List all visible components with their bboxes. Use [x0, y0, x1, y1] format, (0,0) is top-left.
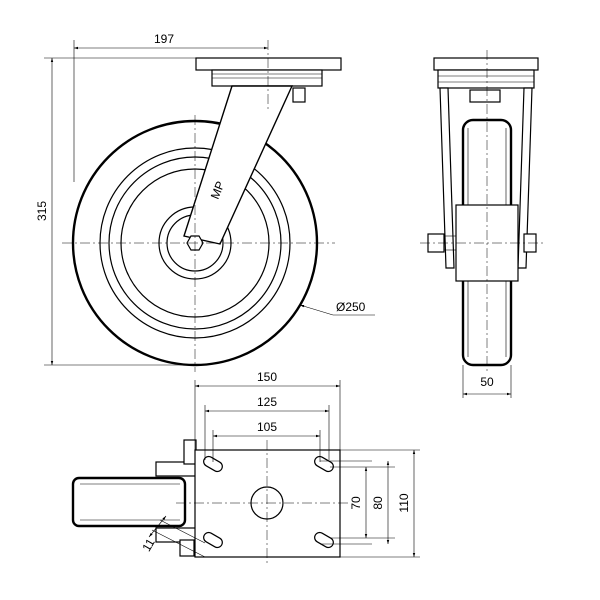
front-plate-bearing — [437, 69, 535, 89]
top-slot-bl — [203, 531, 223, 549]
dim-50: 50 — [480, 375, 494, 389]
dim-70: 70 — [349, 496, 363, 510]
top-slot-br — [314, 531, 334, 549]
side-fork-marking: MP — [208, 179, 228, 201]
dim-315: 315 — [35, 201, 49, 221]
side-top-plate — [195, 57, 342, 71]
side-view: MP 197 315 Ø250 — [35, 32, 375, 372]
side-fork-arm — [183, 85, 294, 245]
dim-105: 105 — [257, 420, 277, 434]
top-wheel — [71, 476, 187, 528]
dim-197: 197 — [154, 32, 174, 46]
dim-80: 80 — [371, 496, 385, 510]
top-slot-tl — [203, 455, 223, 473]
side-swivel-cap — [292, 87, 306, 103]
dim-11: 11 — [139, 536, 158, 554]
dim-110: 110 — [397, 493, 411, 512]
dim-150: 150 — [257, 370, 277, 384]
front-swivel-nut — [469, 89, 501, 103]
front-view: 50 — [420, 50, 545, 398]
dim-diameter-250: Ø250 — [336, 300, 366, 314]
top-slot-tr — [314, 455, 334, 473]
top-mount-plate — [194, 449, 341, 558]
dim-125: 125 — [257, 395, 277, 409]
front-top-plate — [433, 57, 539, 71]
top-axle-cap — [183, 439, 197, 465]
front-fork-leg-left — [439, 87, 455, 269]
top-view: 150 125 105 70 80 110 11 — [71, 370, 420, 565]
